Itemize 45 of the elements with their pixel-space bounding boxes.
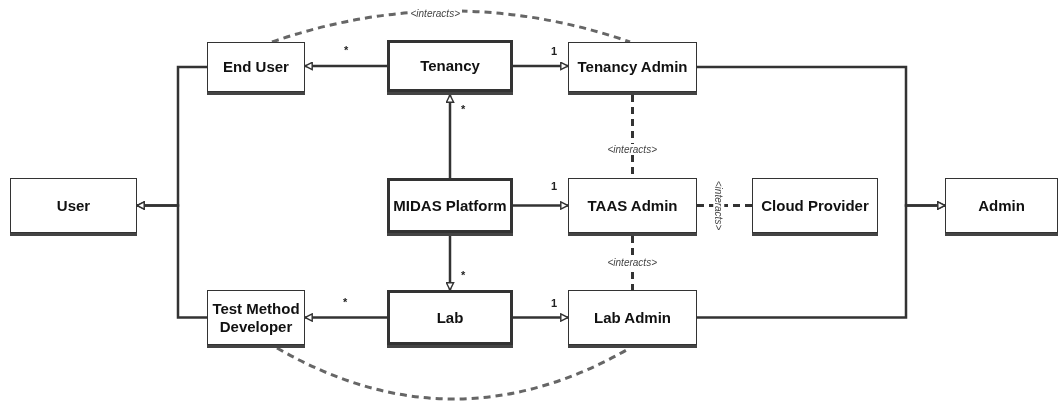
class-box: [568, 290, 697, 345]
dashed-connector: [271, 9, 631, 44]
arrow: [304, 313, 387, 322]
arrow: [513, 61, 569, 71]
class-box: [945, 178, 1058, 233]
arrow: [136, 201, 207, 319]
arrow: [513, 201, 569, 210]
multiplicity-label: *: [344, 44, 349, 56]
arrow: [304, 61, 387, 71]
multiplicity-label: *: [461, 103, 466, 115]
edge-label: <interacts>: [712, 178, 724, 232]
class-box: [752, 178, 878, 233]
class-box: [10, 178, 137, 233]
class-name: Lab Admin: [594, 308, 671, 327]
arrow: [445, 94, 455, 178]
multiplicity-label: *: [461, 269, 466, 281]
arrow: [445, 236, 455, 291]
class-box: [207, 290, 305, 345]
arrow: [697, 201, 946, 319]
dashed-connector: [631, 236, 634, 290]
class-box: [387, 178, 513, 233]
class-name: Test Method Developer: [211, 299, 301, 336]
class-name: TAAS Admin: [587, 196, 678, 215]
class-name: End User: [223, 58, 289, 76]
class-box: [207, 42, 305, 92]
class-box: [387, 290, 513, 345]
multiplicity-label: *: [343, 296, 348, 308]
class-name: Lab: [436, 308, 464, 327]
arrow: [513, 313, 569, 322]
class-name: Cloud Provider: [761, 196, 869, 215]
multiplicity-label: 1: [551, 45, 558, 57]
class-box: [387, 40, 513, 92]
class-box: [568, 42, 697, 92]
class-name: User: [56, 196, 91, 215]
multiplicity-label: 1: [551, 180, 558, 192]
class-name: Admin: [978, 196, 1025, 215]
multiplicity-label: 1: [551, 297, 558, 309]
class-name: Tenancy Admin: [577, 58, 688, 76]
edge-label: <interacts>: [605, 143, 659, 155]
class-name: Tenancy: [420, 57, 480, 75]
class-box: [568, 178, 697, 233]
edge-label: <interacts>: [605, 256, 659, 268]
class-name: MIDAS Platform: [393, 196, 507, 215]
edge-label: <interacts>: [408, 7, 462, 19]
dashed-connector: [697, 204, 752, 207]
